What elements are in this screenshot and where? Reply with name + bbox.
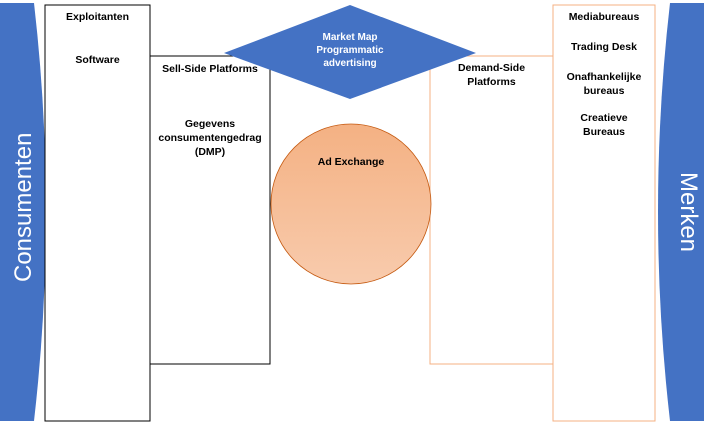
publishers-box [44, 4, 151, 422]
consumers-label: Consumenten [10, 132, 37, 282]
brands-label: Merken [675, 171, 702, 253]
sell-side-title: Sell-Side Platforms [162, 63, 258, 75]
ad-exchange-circle [270, 123, 432, 285]
demand-side-box [429, 55, 554, 365]
media-agencies-label: Mediabureaus [568, 11, 640, 23]
agencies-box [552, 4, 656, 422]
dmp-label: Gegevens consumentengedrag (DMP) [158, 118, 262, 158]
demand-side-title: Demand-Side Platforms [457, 62, 526, 88]
brands-pillar [658, 3, 704, 421]
creative-agencies-label: Creatieve Bureaus [580, 112, 628, 138]
trading-desk-label: Trading Desk [571, 41, 637, 53]
sell-side-box [149, 55, 271, 365]
ad-exchange-label: Ad Exchange [317, 156, 385, 168]
market-map-diamond [224, 5, 476, 99]
independent-agencies-label: Onafhankelijke bureaus [566, 71, 642, 97]
software-label: Software [75, 54, 120, 66]
diamond-label: Market Map Programmatic advertising [316, 32, 384, 69]
publishers-label: Exploitanten [65, 11, 129, 23]
consumers-pillar [0, 3, 46, 421]
